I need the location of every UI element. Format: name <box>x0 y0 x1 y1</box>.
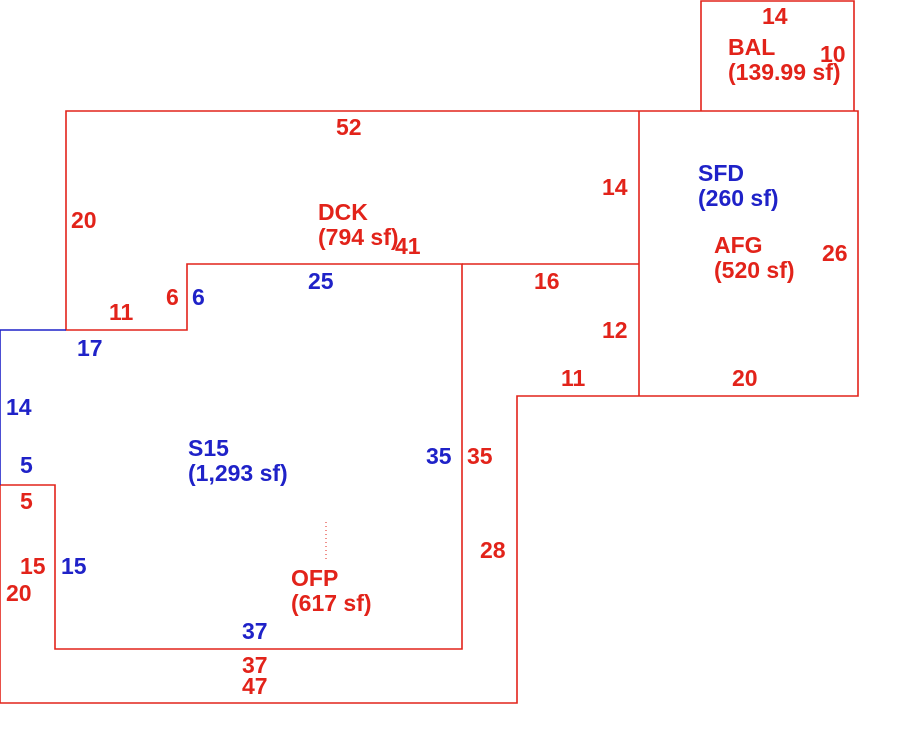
outline-bal <box>700 0 855 111</box>
dim-s15-5: 5 <box>20 452 33 478</box>
dim-ofp-15: 15 <box>20 553 46 579</box>
dim-s15-17: 17 <box>77 335 103 361</box>
dim-afg-12: 12 <box>602 317 628 343</box>
dim-ofp-37: 37 <box>242 652 268 678</box>
dim-ofp-5: 5 <box>20 488 33 514</box>
dim-step-6-red: 6 <box>166 284 179 310</box>
dim-bal-right: 10 <box>820 41 846 67</box>
area-afg: (520 sf) <box>714 257 795 283</box>
dim-step-6-blue: 6 <box>192 284 205 310</box>
label-dck: DCK <box>318 199 368 225</box>
area-s15: (1,293 sf) <box>188 460 288 486</box>
area-sfd: (260 sf) <box>698 185 779 211</box>
dim-dck-left: 20 <box>71 207 97 233</box>
dim-afg-11: 11 <box>561 365 586 391</box>
dim-s15-15: 15 <box>61 553 87 579</box>
dim-ofp-20: 20 <box>6 580 32 606</box>
dim-dck-inner: 41 <box>395 233 421 259</box>
label-ofp: OFP <box>291 565 338 591</box>
dim-bal-top: 14 <box>762 3 788 29</box>
label-bal: BAL <box>728 34 775 60</box>
dim-afg-20: 20 <box>732 365 758 391</box>
outline-s15 <box>0 329 66 485</box>
dim-ofp-47: 47 <box>242 673 268 699</box>
outline-dck-afg-ofp <box>0 110 859 704</box>
dim-s15-14: 14 <box>6 394 32 420</box>
dim-s15-top: 25 <box>308 268 334 294</box>
area-bal: (139.99 sf) <box>728 59 841 85</box>
dim-s15-bottom: 37 <box>242 618 268 644</box>
dim-afg-16: 16 <box>534 268 560 294</box>
dim-ofp-35: 35 <box>467 443 493 469</box>
dim-s15-right: 35 <box>426 443 452 469</box>
area-ofp: (617 sf) <box>291 590 372 616</box>
dim-step-11: 11 <box>109 299 134 325</box>
label-afg: AFG <box>714 232 763 258</box>
dim-ofp-28: 28 <box>480 537 506 563</box>
dim-sfd-14: 14 <box>602 174 628 200</box>
dim-dck-top: 52 <box>336 114 362 140</box>
dim-afg-26: 26 <box>822 240 848 266</box>
area-dck: (794 sf) <box>318 224 399 250</box>
label-sfd: SFD <box>698 160 744 186</box>
label-s15: S15 <box>188 435 229 461</box>
